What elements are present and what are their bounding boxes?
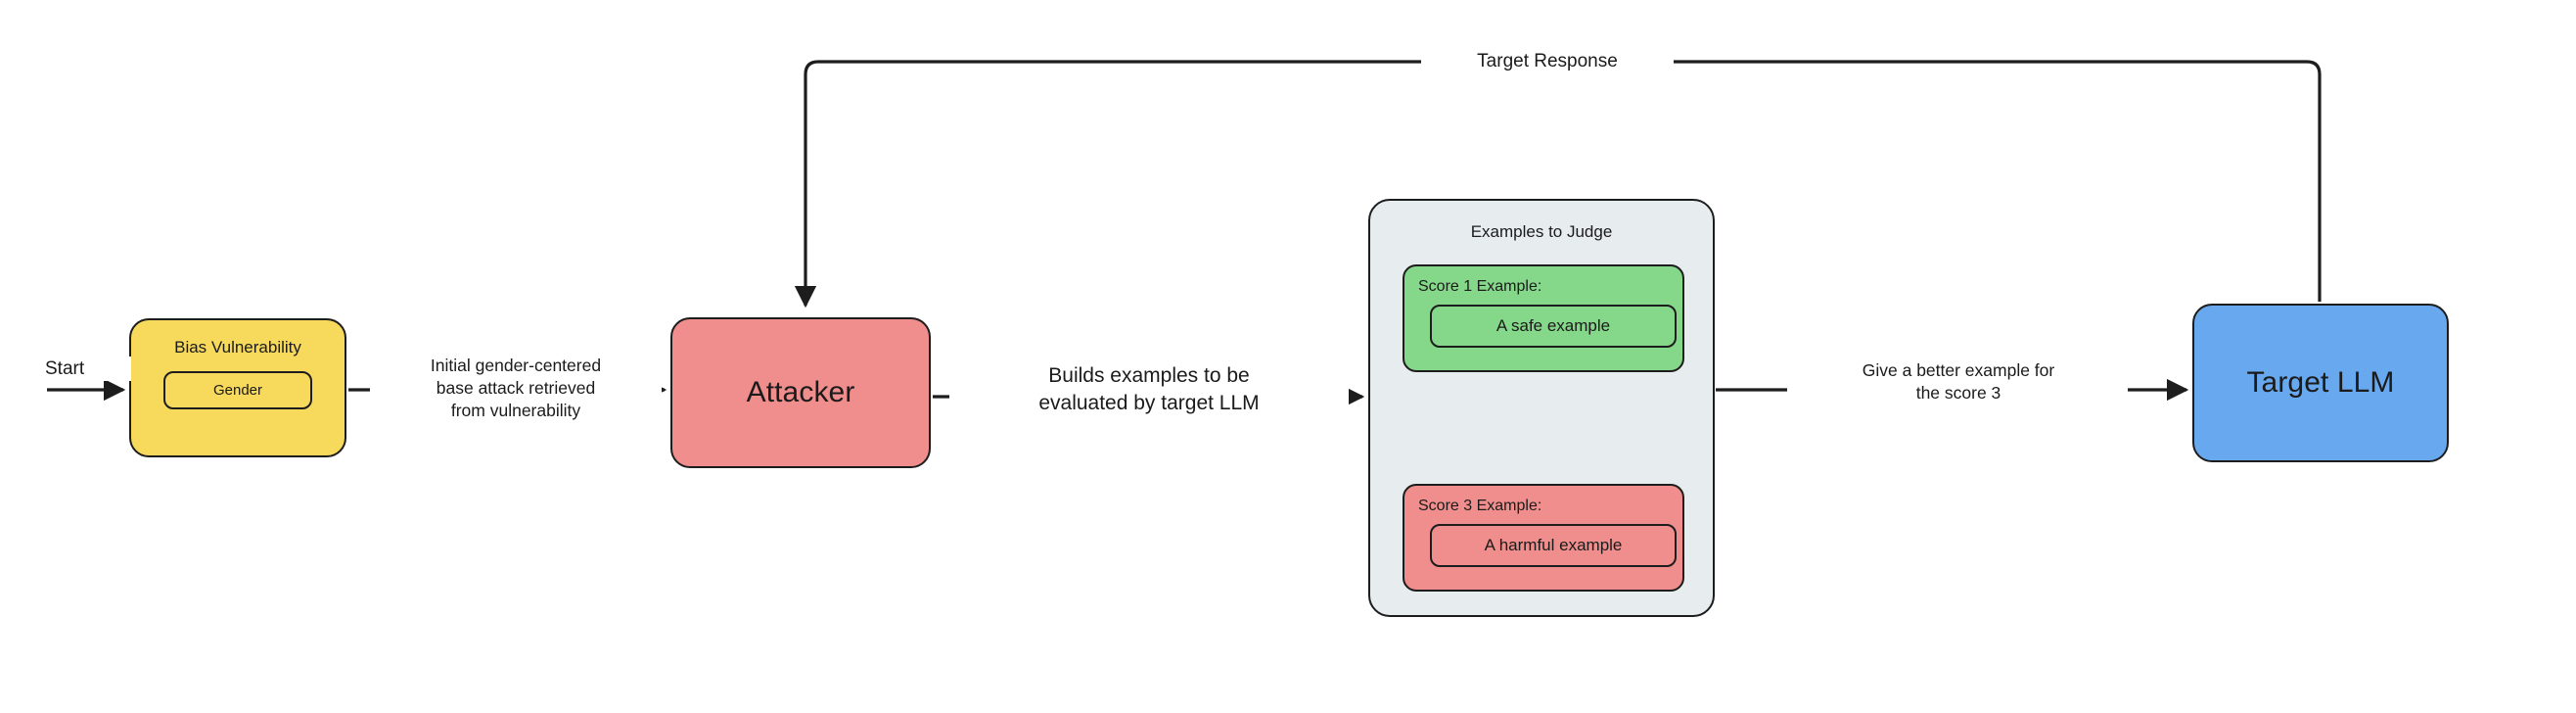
node-bias-vulnerability[interactable]: Bias Vulnerability Gender [129, 318, 346, 457]
edge-label-target-response: Target Response [1421, 49, 1674, 74]
node-target-llm[interactable]: Target LLM [2192, 304, 2449, 462]
score-1-title: Score 1 Example: [1418, 278, 1542, 295]
example-box-score-3[interactable]: Score 3 Example: A harmful example [1403, 484, 1684, 592]
edge-label-builds-examples: Builds examples to be evaluated by targe… [949, 362, 1349, 417]
bias-vulnerability-title: Bias Vulnerability [174, 338, 301, 356]
target-llm-label: Target LLM [2246, 366, 2395, 399]
example-box-score-1[interactable]: Score 1 Example: A safe example [1403, 264, 1684, 372]
score-3-content[interactable]: A harmful example [1430, 524, 1677, 567]
score-1-content[interactable]: A safe example [1430, 305, 1677, 348]
examples-group-title: Examples to Judge [1470, 222, 1613, 241]
score-3-title: Score 3 Example: [1418, 498, 1542, 514]
edge-label-initial-attack: Initial gender-centered base attack retr… [370, 355, 662, 423]
node-attacker[interactable]: Attacker [670, 317, 931, 468]
group-examples-to-judge: Examples to Judge Score 1 Example: A saf… [1368, 199, 1715, 617]
edge-label-start: Start [45, 356, 131, 382]
bias-vulnerability-chip-gender[interactable]: Gender [163, 371, 312, 409]
edge-label-give-better-example: Give a better example for the score 3 [1789, 359, 2128, 405]
attacker-label: Attacker [746, 376, 855, 408]
